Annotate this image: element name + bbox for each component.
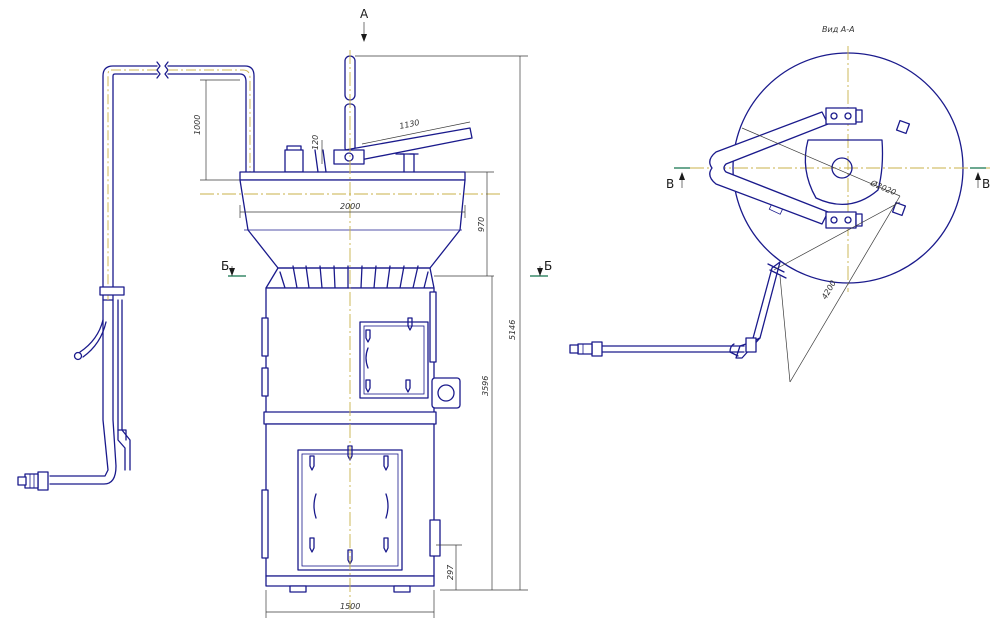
dim-body-height: 3596 <box>481 376 490 396</box>
dim-hopper-width: 2000 <box>340 202 360 211</box>
section-v-marks: В В <box>666 167 990 191</box>
top-lever-mechanism <box>314 55 473 173</box>
section-b-right-label: Б <box>544 259 552 273</box>
upper-inspection-door <box>359 317 429 399</box>
dim-hopper-height: 970 <box>477 217 486 232</box>
dim-base-width: 1500 <box>340 602 360 611</box>
view-aa-title: Вид А-А <box>822 25 855 34</box>
view-a-marker: А <box>360 7 369 42</box>
main-unit: 120 1130 2000 970 5146 3596 297 150 <box>200 50 528 618</box>
view-aa: Ø2020 4200 <box>569 46 990 383</box>
section-b-left-label: Б <box>221 259 229 273</box>
side-hatch <box>431 377 461 409</box>
dim-small-offset: 120 <box>311 135 320 150</box>
view-a-label: А <box>360 7 369 21</box>
dim-pipe-drop: 1000 <box>193 115 202 135</box>
section-b-marks: Б Б <box>221 259 552 277</box>
dim-bottom-offset: 297 <box>446 564 455 580</box>
section-v-right-label: В <box>982 177 990 191</box>
dim-radial: 4200 <box>820 279 838 301</box>
supply-pipe <box>17 61 161 491</box>
dim-handle-length: 1130 <box>399 118 421 131</box>
section-v-left-label: В <box>666 177 674 191</box>
hopper-ribs <box>265 265 435 289</box>
dim-total-height: 5146 <box>508 320 517 340</box>
